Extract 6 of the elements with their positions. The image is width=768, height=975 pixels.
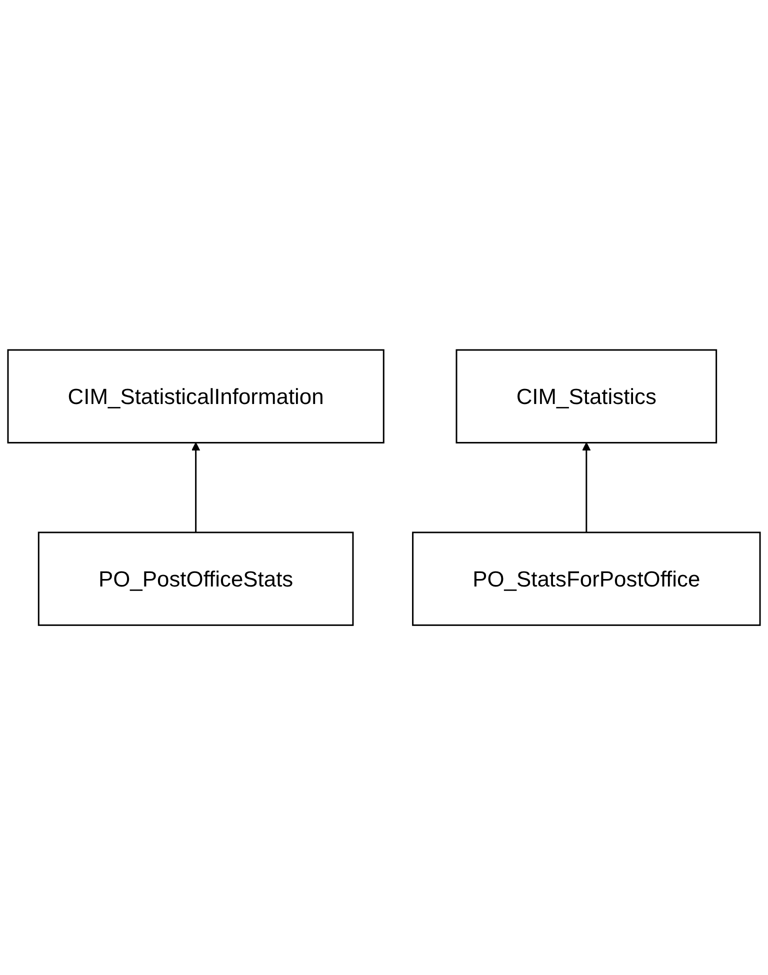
- node-box: PO_StatsForPostOffice: [412, 532, 761, 626]
- node-box: CIM_StatisticalInformation: [7, 349, 384, 444]
- arrow: [582, 442, 591, 532]
- node-box: PO_PostOfficeStats: [38, 532, 354, 626]
- arrow: [191, 442, 200, 532]
- node-box: CIM_Statistics: [456, 349, 718, 444]
